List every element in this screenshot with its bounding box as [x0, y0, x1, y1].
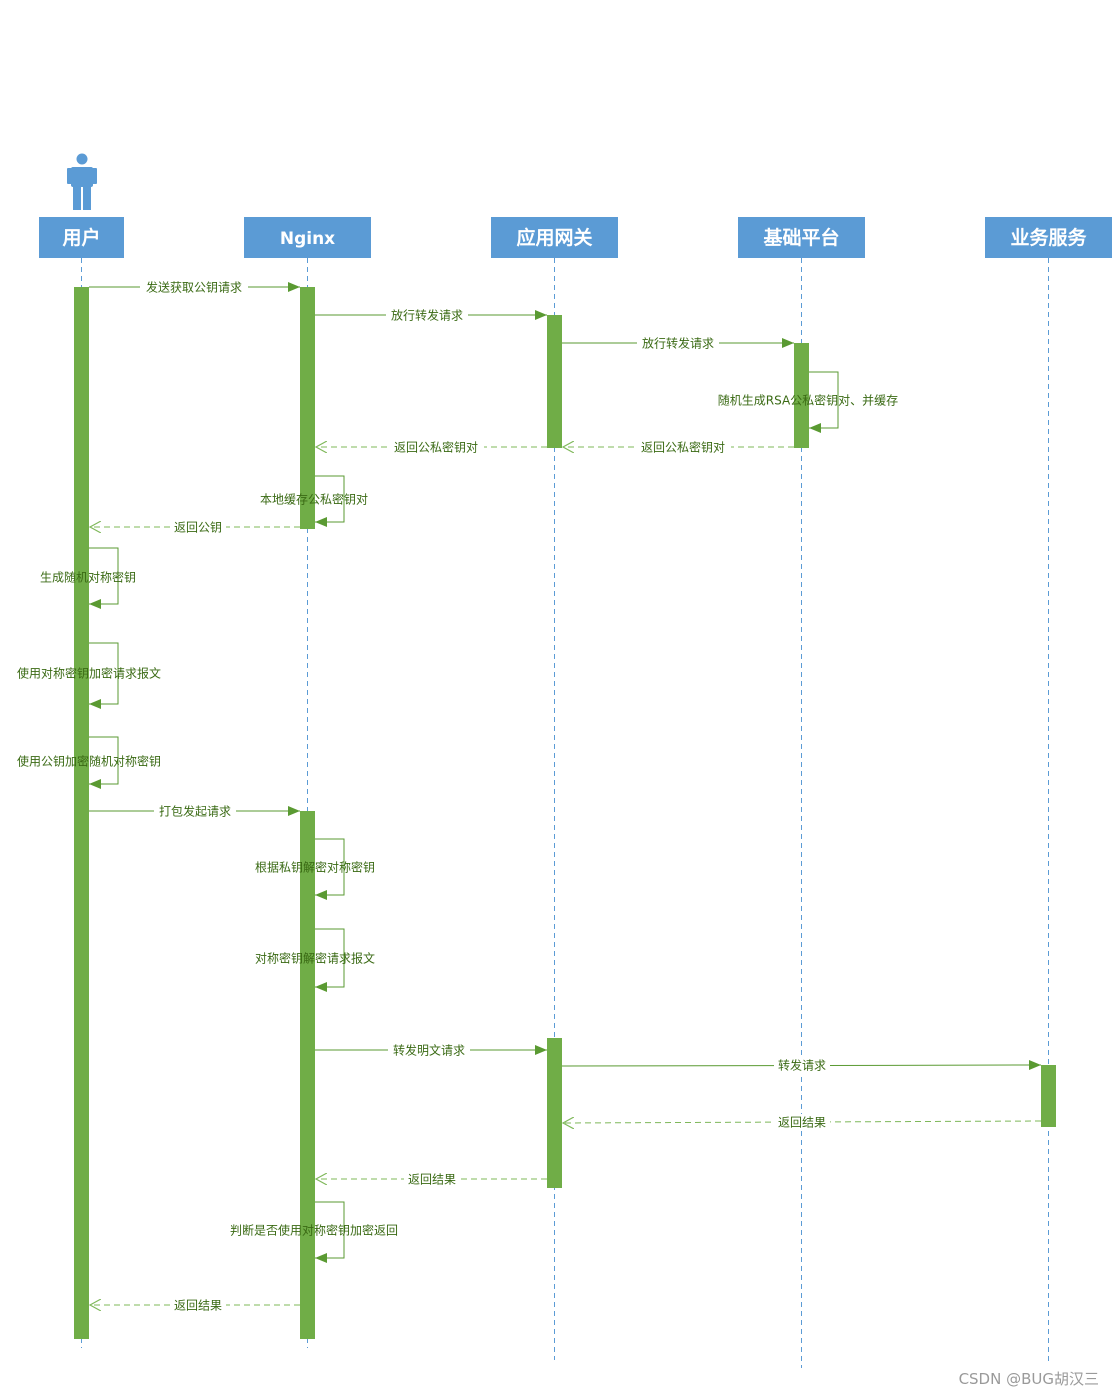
message-label: 转发请求 — [778, 1058, 826, 1073]
participant-base-platform: 基础平台 — [738, 217, 865, 258]
activation-bar — [1041, 1065, 1056, 1127]
watermark: CSDN @BUG胡汉三 — [958, 1370, 1099, 1388]
self-message-arrow — [809, 371, 839, 433]
message-label: 打包发起请求 — [159, 804, 231, 819]
message-label: 生成随机对称密钥 — [40, 570, 136, 585]
message-label: 返回结果 — [174, 1299, 222, 1313]
participant-gateway: 应用网关 — [491, 217, 618, 258]
person-icon — [67, 153, 97, 210]
participant-label: 业务服务 — [1010, 226, 1087, 249]
activation-bar — [547, 1038, 562, 1188]
message-label: 根据私钥解密对称密钥 — [255, 860, 375, 875]
message-label: 判断是否使用对称密钥加密返回 — [230, 1223, 398, 1238]
activation-bar — [300, 811, 315, 1339]
message-label: 发送获取公钥请求 — [146, 280, 242, 295]
self-message-arrow — [89, 736, 119, 789]
self-message-arrow — [89, 642, 119, 709]
self-message-arrow — [315, 1201, 345, 1263]
message-label: 放行转发请求 — [642, 336, 714, 351]
message-label: 返回结果 — [408, 1173, 456, 1187]
activation-bar — [74, 287, 89, 1339]
participant-label: 应用网关 — [516, 226, 592, 249]
self-message-arrow — [315, 475, 345, 527]
message-label: 随机生成RSA公私密钥对、并缓存 — [718, 393, 898, 408]
participant-nginx: Nginx — [244, 217, 371, 258]
participant-user: 用户 — [39, 217, 124, 258]
self-message-arrow — [315, 838, 345, 900]
activation-bar — [300, 287, 315, 529]
message-label: 使用公钥加密随机对称密钥 — [17, 754, 161, 769]
message-label: 返回公钥 — [174, 521, 222, 535]
self-message-arrow — [89, 547, 119, 609]
message-label: 使用对称密钥加密请求报文 — [17, 666, 161, 681]
message-label: 返回公私密钥对 — [641, 440, 725, 455]
participant-label: 用户 — [62, 226, 100, 249]
message-label: 转发明文请求 — [393, 1043, 465, 1058]
activation-bar — [794, 343, 809, 448]
message-label: 返回结果 — [778, 1116, 826, 1130]
message-label: 放行转发请求 — [391, 308, 463, 323]
participant-label: 基础平台 — [762, 226, 839, 249]
participant-business-service: 业务服务 — [985, 217, 1112, 258]
message-label: 本地缓存公私密钥对 — [260, 492, 368, 507]
self-message-arrow — [315, 928, 345, 992]
participant-label: Nginx — [280, 229, 335, 249]
message-label: 对称密钥解密请求报文 — [255, 951, 375, 966]
activation-bar — [547, 315, 562, 448]
message-label: 返回公私密钥对 — [394, 440, 478, 455]
